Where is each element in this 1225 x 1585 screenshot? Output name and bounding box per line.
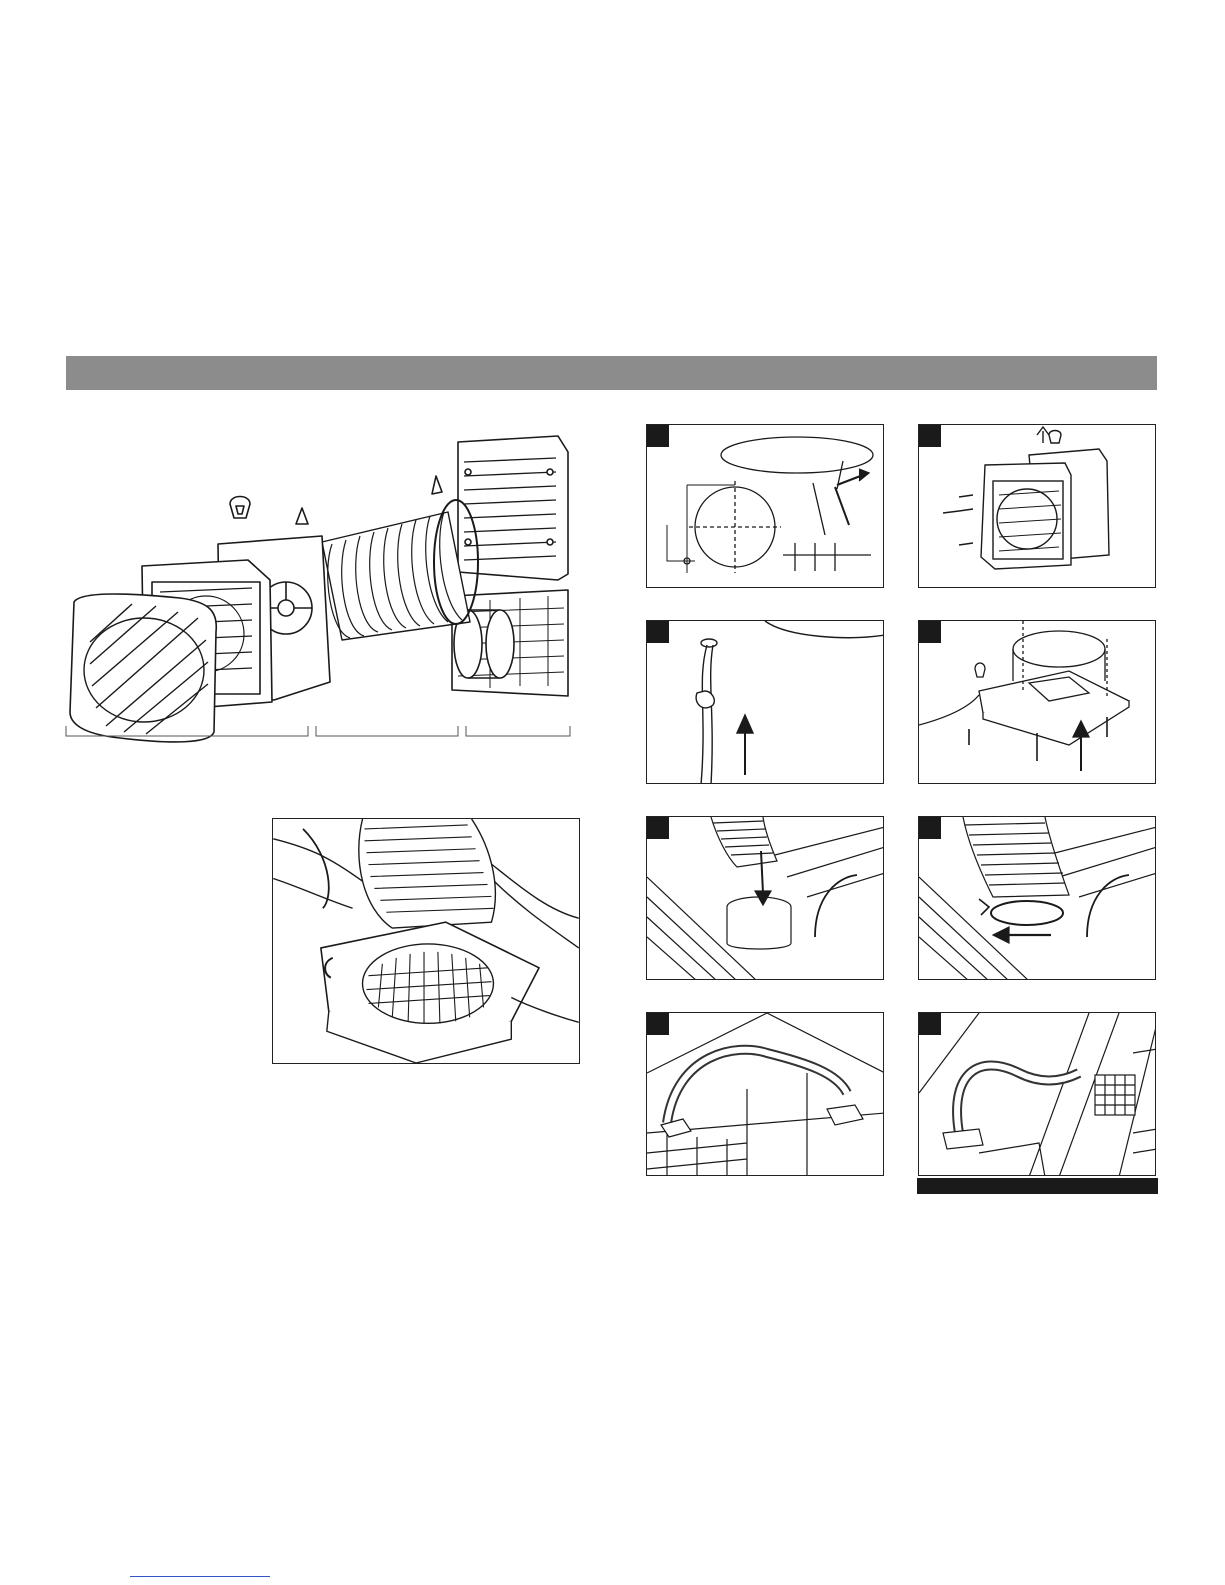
step-panel-1 (646, 424, 884, 588)
step-3-illustration (647, 621, 884, 784)
step-8-caption-bar (917, 1178, 1158, 1194)
exploded-kit-illustration (60, 432, 590, 762)
step-7-illustration (647, 1013, 884, 1176)
step-8-illustration (919, 1013, 1156, 1176)
step-6-illustration (919, 817, 1156, 980)
section-header-bar (66, 356, 1157, 390)
front-cover-part (70, 594, 216, 742)
step-panel-6 (918, 816, 1156, 980)
footer-link-rule (130, 1576, 270, 1577)
step-panel-5 (646, 816, 884, 980)
step-5-illustration (647, 817, 884, 980)
step-1-illustration (647, 425, 884, 588)
step-2-illustration (919, 425, 1156, 588)
step-4-illustration (919, 621, 1156, 784)
step-panel-4 (918, 620, 1156, 784)
step-panel-2 (918, 424, 1156, 588)
step-panel-3 (646, 620, 884, 784)
installed-fan-illustration (272, 818, 580, 1064)
step-panel-8 (918, 1012, 1156, 1176)
step-panel-7 (646, 1012, 884, 1176)
